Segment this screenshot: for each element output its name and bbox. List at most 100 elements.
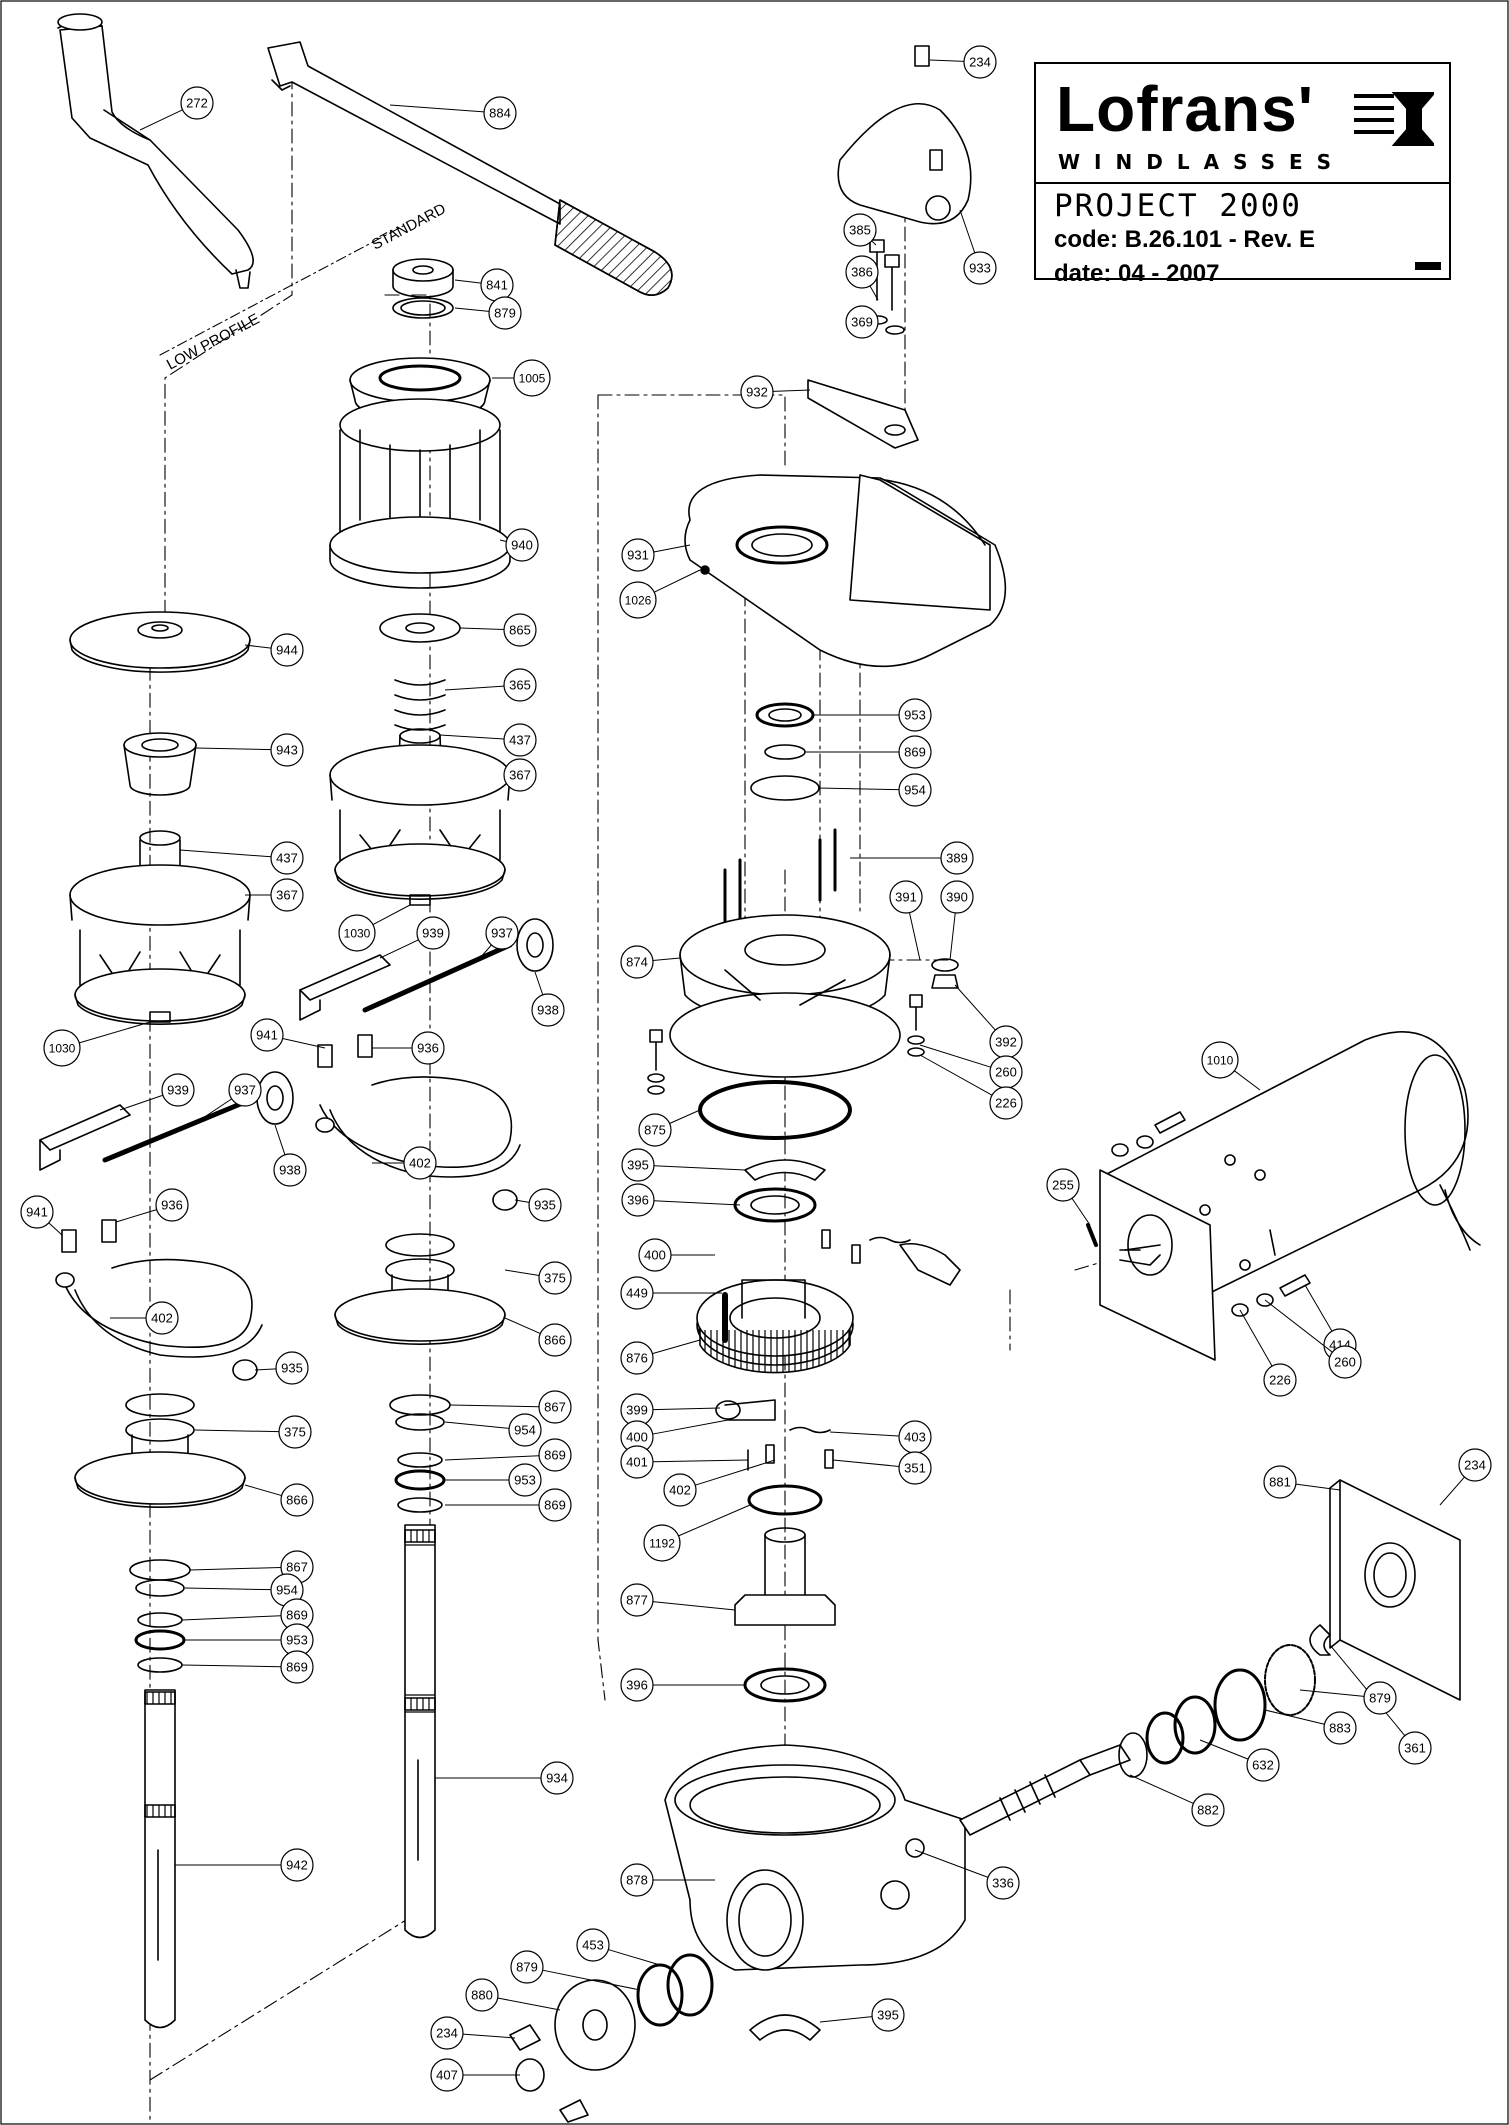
callout-bubble-941	[250, 1018, 284, 1052]
callout-bubble-1026	[619, 581, 657, 619]
callout-bubble-938	[273, 1153, 307, 1187]
part-number-935: 935	[281, 1361, 303, 1376]
part-number-874: 874	[626, 955, 648, 970]
gear-876	[696, 1279, 854, 1374]
leader-line-391	[908, 912, 921, 961]
part-number-943: 943	[276, 743, 298, 758]
stripper-932	[807, 379, 919, 449]
callout-bubble-943	[270, 733, 304, 767]
leader-line-1026	[653, 569, 701, 593]
callout-bubble-395	[871, 1998, 905, 2032]
part-number-869: 869	[904, 745, 926, 760]
leader-line-272	[139, 109, 183, 131]
part-number-884: 884	[489, 106, 511, 121]
brake-pin-upper	[299, 918, 554, 1021]
cone-assembly-left	[69, 732, 251, 1025]
leader-line-234	[929, 59, 965, 62]
callout-bubble-437	[270, 841, 304, 875]
callout-bubble-367	[503, 758, 537, 792]
callout-bubble-953	[508, 1463, 542, 1497]
callout-bubble-869	[898, 735, 932, 769]
coupling-877	[734, 1527, 836, 1626]
callout-bubble-935	[528, 1188, 562, 1222]
leader-line-935	[514, 1199, 530, 1203]
part-number-375: 375	[284, 1425, 306, 1440]
callout-bubble-402	[663, 1473, 697, 1507]
part-number-939: 939	[422, 926, 444, 941]
leader-line-883	[1264, 1709, 1325, 1725]
leader-line-400	[652, 1419, 729, 1435]
part-number-867: 867	[286, 1560, 308, 1575]
leader-line-226	[919, 1054, 993, 1096]
leader-line-1030	[79, 1021, 151, 1044]
part-number-351: 351	[904, 1461, 926, 1476]
leader-line-954	[817, 787, 900, 791]
deck-housing-931	[684, 474, 1007, 668]
part-number-361: 361	[1404, 1741, 1426, 1756]
leader-line-954	[184, 1587, 272, 1591]
brake-band-upper	[315, 1034, 521, 1211]
o-ring-875	[698, 1080, 852, 1140]
part-number-389: 389	[946, 851, 968, 866]
part-number-931: 931	[627, 548, 649, 563]
leader-line-867	[449, 1404, 540, 1408]
part-number-939: 939	[167, 1083, 189, 1098]
drawing-date: date: 04 - 2007	[1054, 260, 1220, 287]
leader-line-386	[869, 285, 879, 301]
shaft-bearings-right	[389, 1394, 451, 1513]
leader-line-884	[389, 104, 485, 113]
leader-line-941	[282, 1038, 326, 1049]
callout-bubble-878	[620, 1863, 654, 1897]
part-number-400: 400	[626, 1430, 648, 1445]
callout-bubble-396	[621, 1183, 655, 1217]
callout-bubble-939	[416, 916, 450, 950]
cone-assembly-right	[329, 613, 511, 906]
callout-bubble-880	[465, 1978, 499, 2012]
leader-line-874	[652, 957, 681, 962]
callout-bubble-865	[503, 613, 537, 647]
leader-line-375	[194, 1429, 280, 1433]
leader-line-396	[653, 1200, 741, 1206]
callout-bubble-365	[503, 668, 537, 702]
part-number-932: 932	[746, 385, 768, 400]
part-number-260: 260	[995, 1065, 1017, 1080]
callout-bubble-874	[620, 945, 654, 979]
chain-cover-933	[837, 45, 972, 225]
part-number-866: 866	[286, 1493, 308, 1508]
callout-bubble-234	[430, 2016, 464, 2050]
part-number-867: 867	[544, 1400, 566, 1415]
stamp-mark	[1415, 262, 1441, 270]
leader-line-632	[1199, 1739, 1249, 1760]
pawl-parts	[715, 1229, 961, 1471]
callout-bubble-369	[845, 305, 879, 339]
leader-line-939	[119, 1094, 164, 1111]
part-number-879: 879	[516, 1960, 538, 1975]
part-number-883: 883	[1329, 1721, 1351, 1736]
leader-line-869	[444, 1455, 540, 1461]
callout-bubble-942	[280, 1848, 314, 1882]
part-number-395: 395	[877, 2008, 899, 2023]
callout-bubble-396	[620, 1668, 654, 1702]
leader-line-365	[444, 685, 505, 691]
part-number-936: 936	[417, 1041, 439, 1056]
title-block: Lofrans' WINDLASSES PROJECT 2000 code: B…	[1034, 62, 1451, 287]
leader-line-399	[652, 1407, 721, 1411]
part-number-234: 234	[436, 2026, 458, 2041]
brand-logo-text: Lofrans'	[1056, 73, 1314, 145]
part-number-392: 392	[995, 1035, 1017, 1050]
leader-line-936	[115, 1209, 157, 1223]
callout-bubble-939	[161, 1073, 195, 1107]
leader-line-954	[444, 1421, 510, 1429]
part-number-875: 875	[644, 1123, 666, 1138]
callout-bubble-879	[488, 296, 522, 330]
part-number-234: 234	[969, 55, 991, 70]
leader-line-879	[1299, 1689, 1365, 1697]
part-number-402: 402	[151, 1311, 173, 1326]
leader-line-867	[189, 1566, 282, 1571]
part-number-391: 391	[895, 890, 917, 905]
part-number-937: 937	[491, 926, 513, 941]
cap-841	[392, 258, 454, 319]
callout-bubble-375	[538, 1261, 572, 1295]
callout-bubble-941	[20, 1195, 54, 1229]
part-number-869: 869	[544, 1448, 566, 1463]
